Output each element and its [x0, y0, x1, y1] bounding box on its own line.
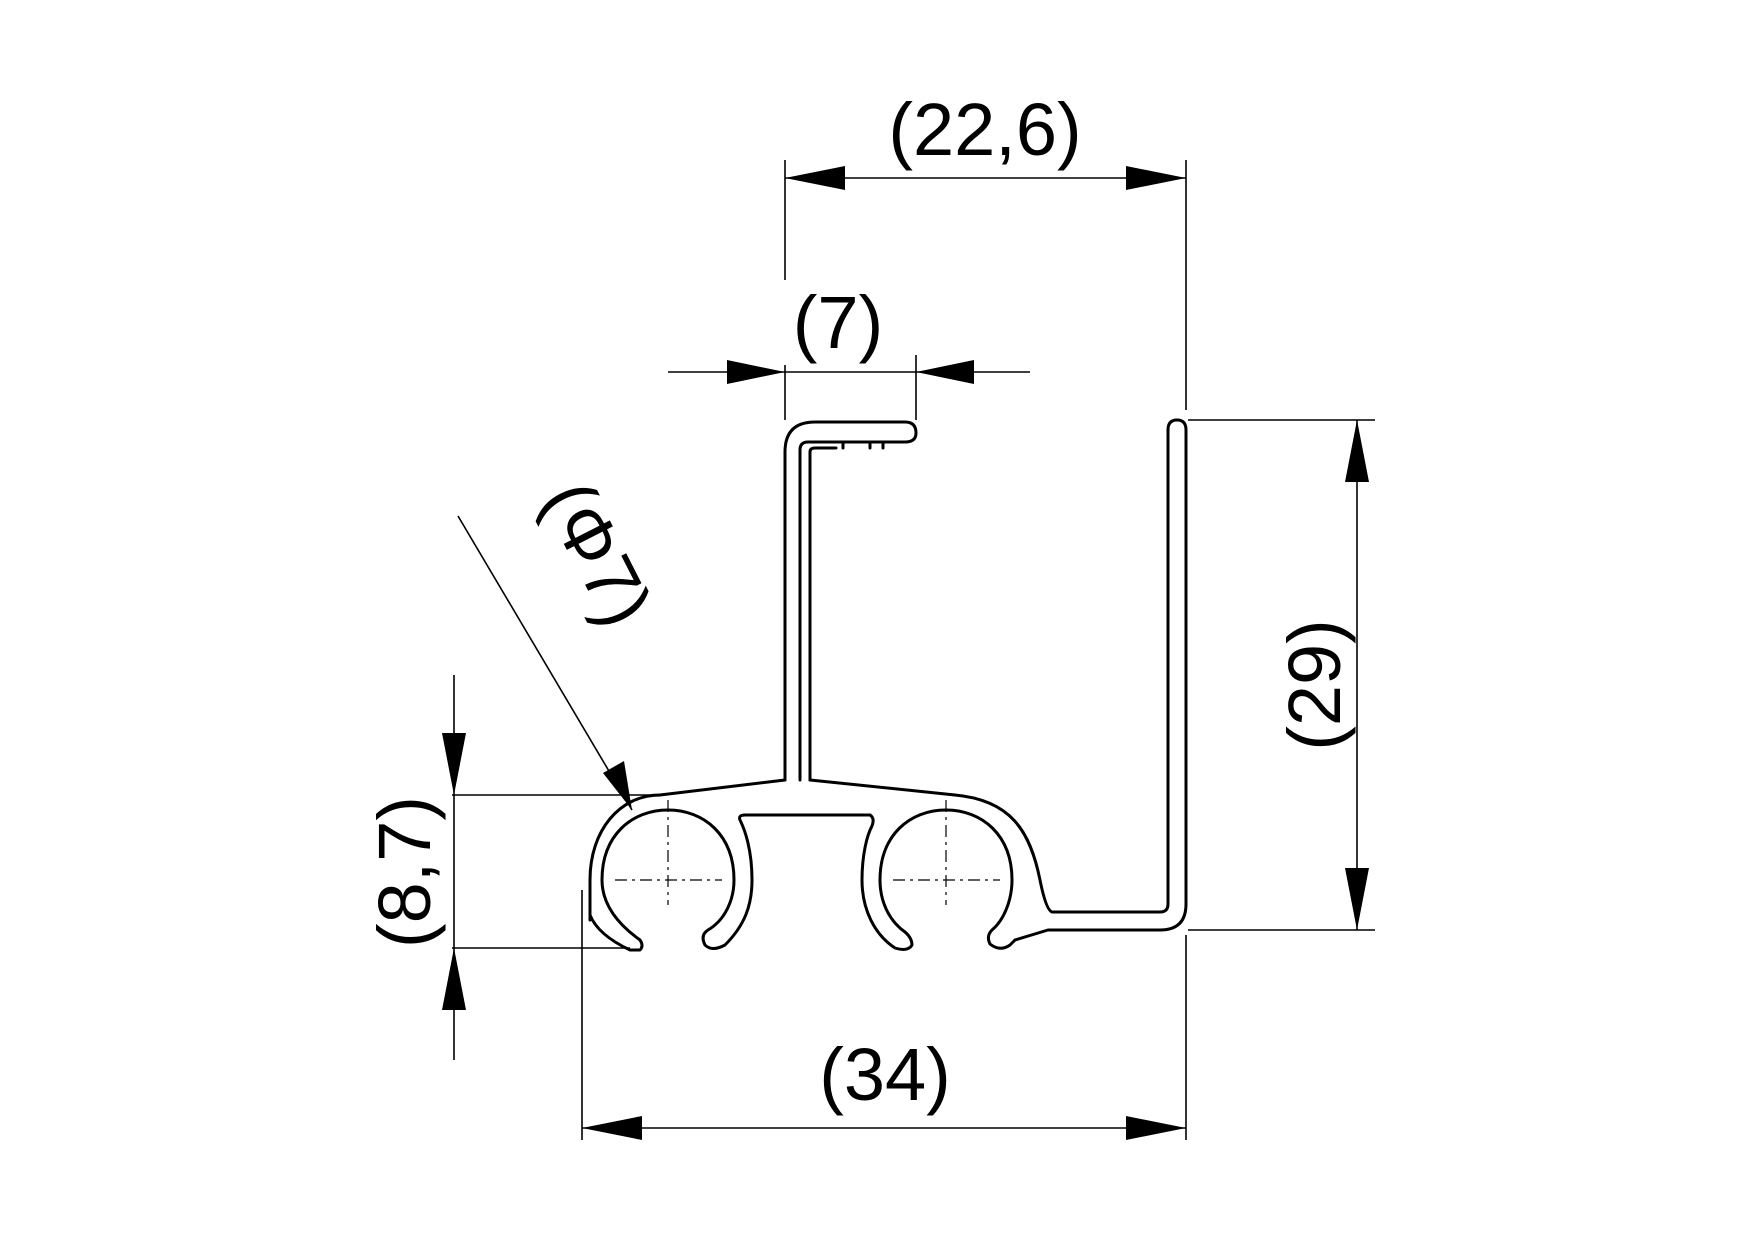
lip-teeth — [841, 440, 885, 450]
top-flange — [658, 778, 957, 797]
stem-inner — [808, 446, 838, 782]
center-lines — [615, 800, 1000, 905]
dimension-label-width-bottom: (34) — [819, 1033, 951, 1116]
profile-outline — [588, 418, 1188, 952]
dimension-height-right: (29) — [1188, 419, 1375, 931]
dimension-label-height-right: (29) — [1273, 619, 1356, 751]
dimension-label-lip-width: (7) — [793, 281, 883, 364]
dimension-lip-width: (7) — [668, 281, 1030, 420]
base-wall — [1013, 418, 1188, 942]
dimension-label-width-top: (22,6) — [888, 88, 1081, 171]
dimension-label-diameter: (Φ7) — [527, 468, 669, 639]
dimension-height-left: (8,7) — [363, 675, 665, 1060]
left-channel-outer — [588, 793, 872, 952]
dimension-width-top: (22,6) — [784, 88, 1187, 410]
dimension-diameter: (Φ7) — [457, 468, 669, 811]
right-channel-outer — [860, 808, 1017, 951]
dimension-width-bottom: (34) — [581, 890, 1187, 1140]
dimension-label-height-left: (8,7) — [363, 796, 446, 948]
stem-outer — [783, 420, 918, 782]
right-channel-top — [953, 428, 1170, 914]
